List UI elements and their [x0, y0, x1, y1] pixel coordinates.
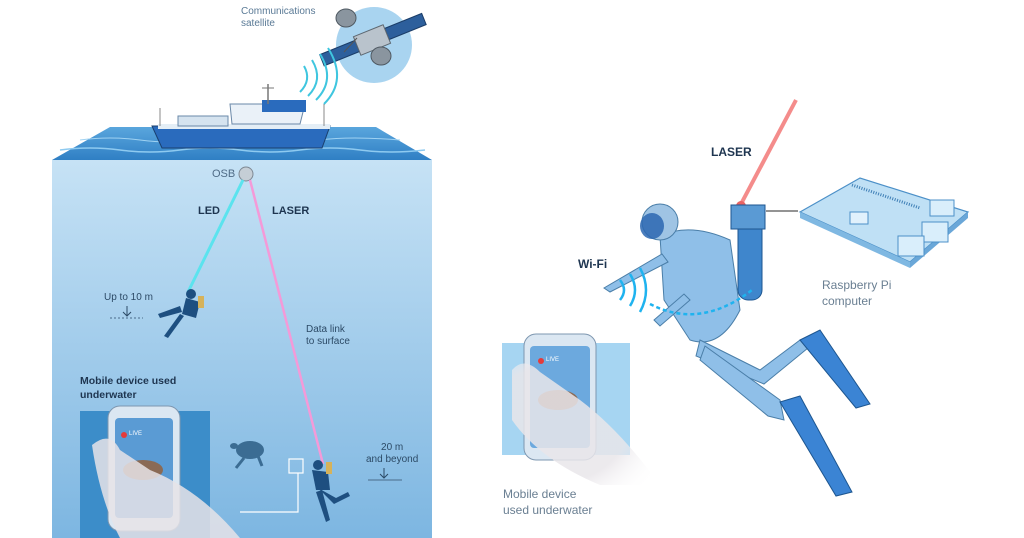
- depth-deep-label: 20 m and beyond: [366, 442, 418, 466]
- laser-beam-right: [739, 99, 798, 205]
- signal-waves-icon: [299, 47, 339, 105]
- hand-left-icon: [92, 438, 240, 538]
- led-label: LED: [198, 205, 220, 217]
- osb-label: OSB: [212, 168, 236, 180]
- laser-label-left: LASER: [272, 205, 310, 217]
- depth-marker-deep: [368, 468, 402, 481]
- hand-right-icon: [512, 363, 660, 485]
- satellite-icon: [319, 7, 427, 83]
- raspberry-label-line2: computer: [822, 294, 873, 308]
- depth-deep-line2: and beyond: [366, 454, 419, 465]
- laser-beam-left: [248, 179, 325, 465]
- mobile-label-left-line1: Mobile device used: [80, 375, 177, 387]
- raspberry-label-line1: Raspberry Pi: [822, 278, 892, 292]
- osb-buoy-icon: [238, 166, 254, 182]
- diver-right-icon: [603, 203, 871, 497]
- mobile-label-left-line2: underwater: [80, 389, 137, 401]
- live-badge-left: LIVE: [129, 431, 143, 437]
- turtle-icon: [230, 441, 264, 469]
- live-badge-right: LIVE: [546, 357, 560, 363]
- depth-shallow-label: Up to 10 m: [104, 292, 153, 303]
- satellite-label-line1: Communications: [241, 6, 316, 17]
- diver-deep-icon: [312, 460, 350, 522]
- wifi-waves-icon: [618, 267, 753, 316]
- mobile-label-right-line1: Mobile device: [503, 487, 577, 501]
- mobile-label-right: Mobile device used underwater: [503, 486, 592, 518]
- depth-deep-line1: 20 m: [381, 442, 404, 453]
- data-link-line1: Data link: [306, 324, 345, 335]
- raspberry-pi-label: Raspberry Pi computer: [822, 277, 891, 309]
- diver-shallow-icon: [158, 289, 204, 338]
- boat-icon: [151, 84, 331, 149]
- led-beam: [186, 179, 245, 293]
- data-link-line2: to surface: [306, 336, 350, 347]
- raspberry-pi-icon: [798, 177, 970, 268]
- satellite-label-line2: satellite: [241, 18, 275, 29]
- connector-line: [240, 458, 304, 513]
- laser-label-right: LASER: [711, 145, 752, 159]
- satellite-label: Communications satellite: [241, 6, 315, 30]
- data-link-label: Data link to surface: [306, 324, 350, 348]
- mobile-label-left: Mobile device used underwater: [80, 374, 176, 402]
- wifi-label: Wi-Fi: [578, 257, 608, 271]
- depth-marker-shallow: [110, 306, 143, 319]
- mobile-label-right-line2: used underwater: [503, 503, 593, 517]
